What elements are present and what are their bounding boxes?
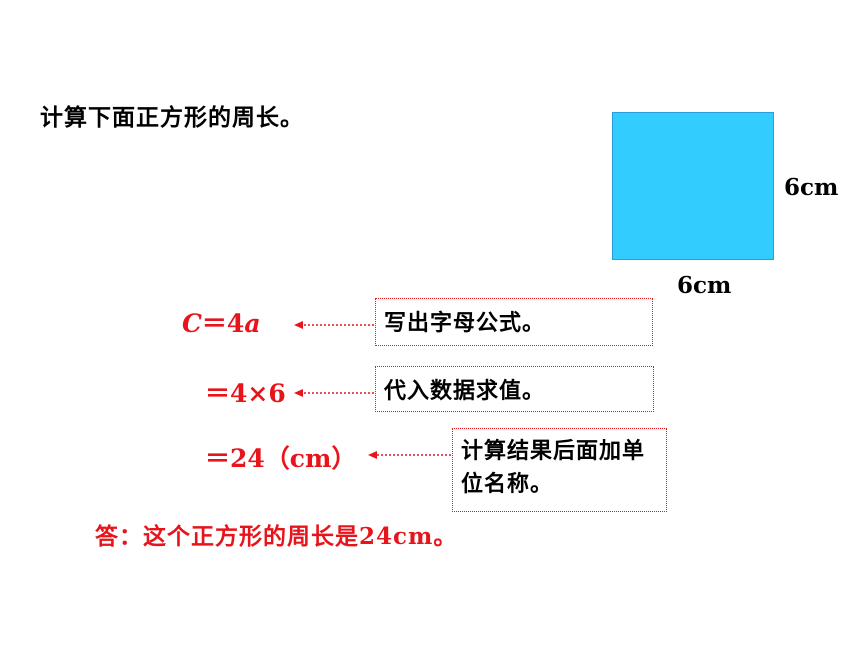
formula-step-1: C＝4a: [182, 304, 261, 340]
formula-step-2: ＝4×6: [205, 379, 286, 408]
question-text: 计算下面正方形的周长。: [40, 104, 304, 131]
arrow-head-3: [368, 451, 377, 459]
answer-text: 答：这个正方形的周长是24cm。: [95, 523, 458, 550]
note-write-formula: 写出字母公式。: [375, 298, 653, 346]
formula-step-3: ＝24（cm）: [205, 444, 357, 473]
arrow-head-2: [294, 389, 303, 397]
square-figure: [612, 112, 774, 260]
perimeter-variable: C: [182, 309, 202, 338]
side-length-label-bottom: 6cm: [677, 272, 732, 299]
arrow-head-1: [294, 321, 303, 329]
side-variable: a: [244, 309, 261, 338]
side-length-label-right: 6cm: [784, 174, 839, 201]
note-substitute-values: 代入数据求值。: [375, 366, 654, 412]
note-add-unit: 计算结果后面加单位名称。: [452, 428, 667, 512]
formula-step-1-equals: ＝4: [201, 309, 245, 338]
